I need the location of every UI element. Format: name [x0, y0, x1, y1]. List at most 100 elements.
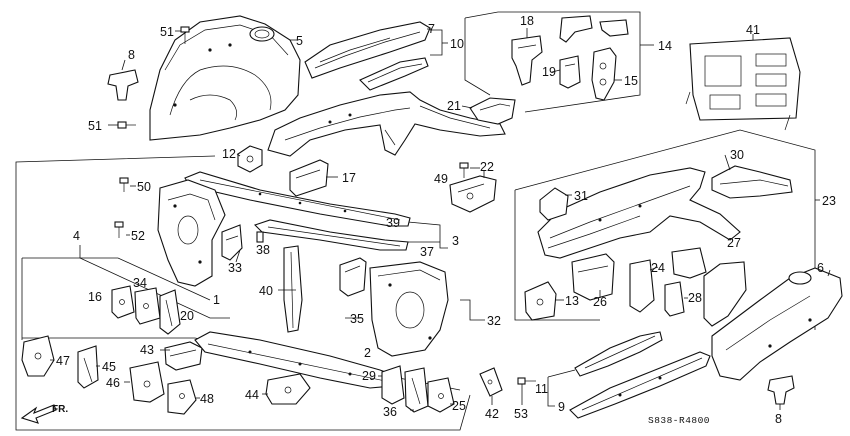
callout-53: 53	[514, 407, 528, 421]
callout-36: 36	[383, 405, 397, 419]
part-51-bolt-top	[175, 26, 190, 44]
part-29-bracket	[381, 365, 405, 405]
front-direction-label: FR.	[52, 404, 68, 415]
callout-18: 18	[520, 14, 534, 28]
callout-41: 41	[746, 23, 760, 37]
callout-3: 3	[452, 234, 459, 248]
part-22-bracket	[449, 170, 497, 213]
callout-31: 31	[574, 189, 588, 203]
part-42-plate	[479, 367, 503, 397]
part-10-reinforcement	[359, 57, 429, 91]
part-7-upper-member	[304, 21, 432, 79]
callout-2: 2	[364, 346, 371, 360]
part-34-bracket	[134, 287, 161, 325]
callout-51: 51	[88, 119, 102, 133]
callout-5: 5	[296, 34, 303, 48]
part-25-bracket	[427, 377, 455, 413]
callout-8: 8	[775, 412, 782, 426]
bracket-11-9	[547, 377, 555, 407]
part-38-clip	[256, 231, 264, 243]
callout-30: 30	[730, 148, 744, 162]
callout-51: 51	[160, 25, 174, 39]
part-24-bracket	[629, 259, 655, 313]
part-19-plate	[559, 55, 581, 89]
part-35-bracket	[339, 257, 367, 297]
callout-43: 43	[140, 343, 154, 357]
callout-23: 23	[822, 194, 836, 208]
callout-12: 12	[222, 147, 236, 161]
callout-19: 19	[542, 65, 556, 79]
part-40-strut	[283, 245, 303, 333]
callout-38: 38	[256, 243, 270, 257]
callout-11: 11	[535, 382, 548, 396]
callout-labels: 51 5 7 10 8 51 18 19 15 14 21 41 12 17 2…	[56, 14, 836, 426]
part-front-floor-frame	[267, 91, 506, 157]
bracket-3	[407, 221, 448, 249]
part-1-radiator-side	[157, 179, 226, 287]
part-8-grommet-left	[107, 59, 139, 101]
part-17-bracket	[289, 159, 338, 197]
part-15-plate	[591, 47, 617, 101]
part-46-bracket	[129, 361, 165, 403]
callout-17: 17	[342, 171, 356, 185]
part-26-bracket	[571, 253, 615, 301]
callout-39: 39	[386, 216, 400, 230]
callout-28: 28	[688, 291, 702, 305]
callout-10: 10	[450, 37, 464, 51]
callout-46: 46	[106, 376, 120, 390]
part-21-bracket	[461, 97, 516, 125]
callout-9: 9	[558, 400, 565, 414]
callout-24: 24	[651, 261, 665, 275]
part-18-bracket	[511, 28, 543, 86]
part-36-bracket	[404, 367, 429, 413]
callout-8: 8	[128, 48, 135, 62]
part-44-bracket	[265, 373, 311, 405]
callout-4: 4	[73, 229, 80, 243]
part-23-side-frame	[537, 167, 741, 259]
callout-49: 49	[434, 172, 448, 186]
callout-45: 45	[102, 360, 116, 374]
part-18-aux-brackets	[559, 15, 629, 43]
bracket-10	[430, 29, 448, 56]
part-53-bolt	[517, 377, 536, 385]
part-43-bracket	[164, 341, 203, 371]
part-33-bracket	[221, 224, 243, 261]
part-41-panel	[685, 34, 801, 131]
part-37-lower-crossmember	[253, 219, 409, 251]
group-frame-top	[464, 11, 641, 113]
part-31-bracket	[539, 187, 569, 221]
callout-29: 29	[362, 369, 376, 383]
part-9-member	[569, 351, 711, 419]
part-5-front-wheelhouse	[149, 15, 301, 141]
part-47-bracket	[21, 335, 55, 377]
callout-21: 21	[447, 99, 461, 113]
part-13-bracket	[524, 281, 557, 321]
group-frame-right	[514, 129, 816, 330]
part-28-bracket	[664, 281, 685, 317]
callout-42: 42	[485, 407, 499, 421]
part-12-bracket	[236, 145, 263, 173]
part-45-bracket	[77, 345, 99, 389]
part-16-bracket	[111, 285, 135, 319]
callout-7: 7	[428, 22, 435, 36]
callout-35: 35	[350, 312, 364, 326]
part-50-bolt	[119, 177, 129, 192]
callout-15: 15	[624, 74, 638, 88]
part-27-bracket	[671, 247, 707, 279]
front-direction-arrow: FR.	[20, 404, 68, 424]
callout-32: 32	[487, 314, 501, 328]
callout-14: 14	[658, 39, 672, 53]
part-51-bolt-left	[117, 121, 136, 129]
part-6-side-member	[703, 261, 843, 381]
callout-6: 6	[817, 261, 824, 275]
callout-33: 33	[228, 261, 242, 275]
bracket-32	[460, 299, 485, 321]
part-8-grommet-right	[767, 375, 795, 405]
callout-27: 27	[727, 236, 741, 250]
part-39-upper-crossmember	[184, 171, 411, 227]
callout-47: 47	[56, 354, 70, 368]
callout-37: 37	[420, 245, 434, 259]
callout-1: 1	[213, 293, 220, 307]
diagram-code: S838-R4800	[648, 415, 710, 426]
